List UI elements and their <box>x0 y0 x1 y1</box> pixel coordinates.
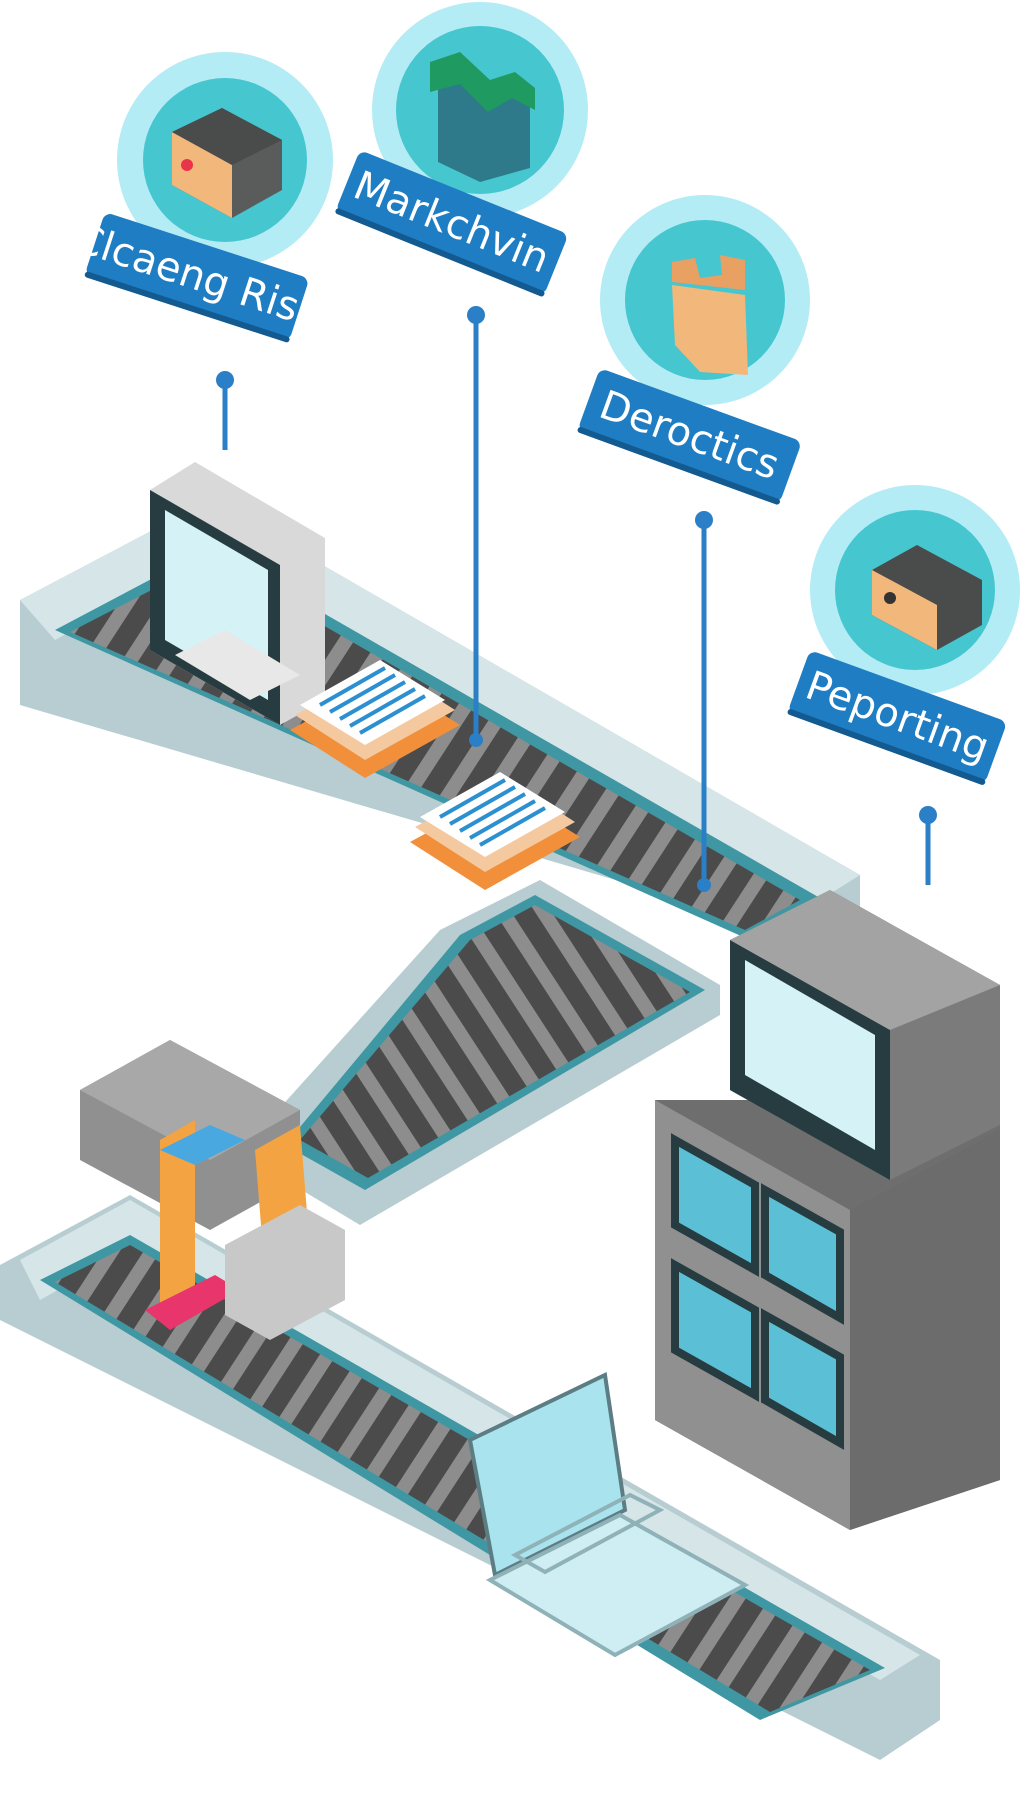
bag-icon <box>600 195 810 405</box>
device-box-icon <box>117 52 333 268</box>
server-cabinet <box>655 890 1000 1530</box>
connector-marketing <box>467 306 485 747</box>
chart-bin-icon <box>372 2 588 218</box>
speaker-box-icon <box>810 485 1020 695</box>
connector-cleaning <box>216 371 234 450</box>
connector-detection <box>695 511 713 892</box>
middle-belt <box>260 880 720 1225</box>
desktop-monitor <box>150 462 325 725</box>
laptop <box>467 1372 750 1658</box>
connector-reporting <box>919 806 937 885</box>
document-on-belt-1 <box>290 660 460 778</box>
document-on-belt-2 <box>410 772 580 890</box>
scanner-station <box>80 1040 345 1340</box>
